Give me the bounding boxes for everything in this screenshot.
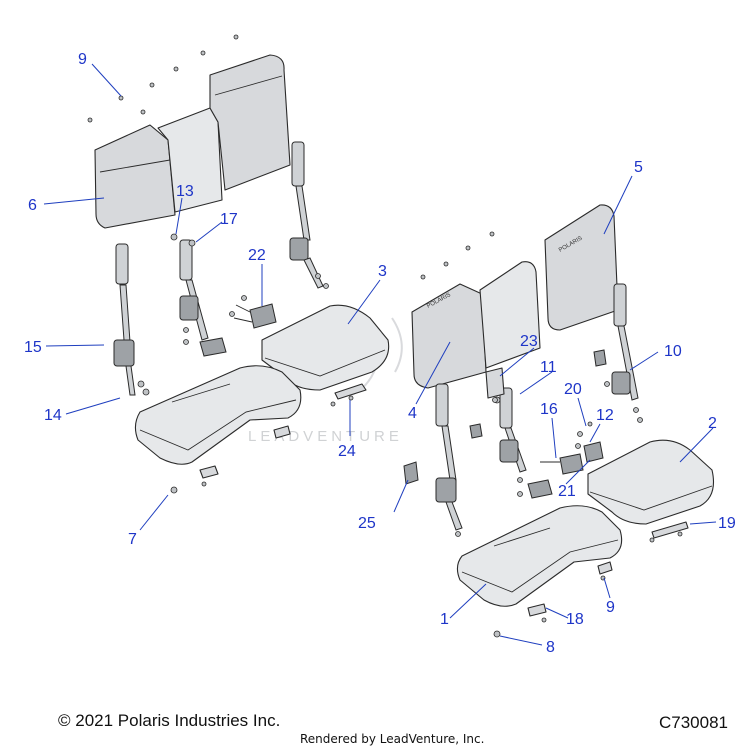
callout-25[interactable]: 25	[358, 515, 376, 532]
copyright-text: © 2021 Polaris Industries Inc.	[58, 711, 281, 730]
callout-17[interactable]: 17	[220, 211, 238, 228]
callout-23[interactable]: 23	[520, 333, 538, 350]
callout-3[interactable]: 3	[378, 263, 387, 280]
trim-caps	[469, 423, 483, 439]
callout-7[interactable]: 7	[128, 531, 137, 548]
callout-18[interactable]: 18	[566, 611, 584, 628]
callout-1[interactable]: 1	[440, 611, 449, 628]
leader-lines	[43, 63, 717, 646]
callout-6[interactable]: 6	[28, 197, 37, 214]
hardware-top-right	[420, 231, 495, 280]
callout-22[interactable]: 22	[248, 247, 266, 264]
callout-16[interactable]: 16	[540, 401, 558, 418]
callout-10[interactable]: 10	[664, 343, 682, 360]
seat-strap[interactable]	[649, 521, 689, 543]
rear-seat-back[interactable]	[94, 54, 291, 229]
belt-bracket[interactable]	[485, 367, 505, 403]
front-seat-back-combined[interactable]: POLARIS	[411, 261, 541, 389]
seat-belt-right-center[interactable]	[493, 387, 553, 499]
seat-bottom-left-large[interactable]	[134, 365, 302, 465]
callout-13[interactable]: 13	[176, 183, 194, 200]
seat-belt-left-outer[interactable]	[113, 243, 150, 396]
hardware-top-left	[87, 34, 239, 123]
callout-24[interactable]: 24	[338, 443, 356, 460]
callout-4[interactable]: 4	[408, 405, 417, 422]
callout-12[interactable]: 12	[596, 407, 614, 424]
mount-plate-right	[493, 561, 613, 638]
callout-21[interactable]: 21	[558, 483, 576, 500]
front-seat-back-right[interactable]: POLARIS	[544, 204, 619, 331]
callout-5[interactable]: 5	[634, 159, 643, 176]
callout-15[interactable]: 15	[24, 339, 42, 356]
callout-2[interactable]: 2	[708, 415, 717, 432]
callout-8[interactable]: 8	[546, 639, 555, 656]
callout-19[interactable]: 19	[718, 515, 736, 532]
callout-14[interactable]: 14	[44, 407, 62, 424]
seat-belt-right-inner[interactable]	[435, 383, 463, 537]
seat-bottom-right-small[interactable]	[587, 439, 715, 525]
callout-11[interactable]: 11	[540, 359, 557, 376]
seat-belt-left-inner[interactable]	[289, 141, 329, 289]
mount-plate-left	[170, 425, 291, 494]
buckle-right[interactable]	[540, 421, 604, 475]
rendered-by-text: Rendered by LeadVenture, Inc.	[300, 732, 485, 746]
callout-20[interactable]: 20	[564, 381, 582, 398]
buckle-left[interactable]	[229, 295, 277, 329]
callout-9-bottom[interactable]: 9	[606, 599, 615, 616]
diagram-id: C730081	[658, 713, 728, 732]
callout-9-top[interactable]: 9	[78, 51, 87, 68]
belt-cover[interactable]	[403, 461, 419, 485]
callouts: 1 2 3 4 5 6 7 8 9 9 10 11 12 13 14 15 16…	[24, 51, 736, 656]
seat-belt-right-outer[interactable]	[593, 283, 643, 423]
seat-bracket[interactable]	[330, 383, 367, 407]
watermark-text: LEADVENTURE	[248, 428, 403, 445]
seat-bottom-right-large[interactable]	[456, 505, 623, 607]
seat-belt-left-center[interactable]	[170, 233, 227, 357]
